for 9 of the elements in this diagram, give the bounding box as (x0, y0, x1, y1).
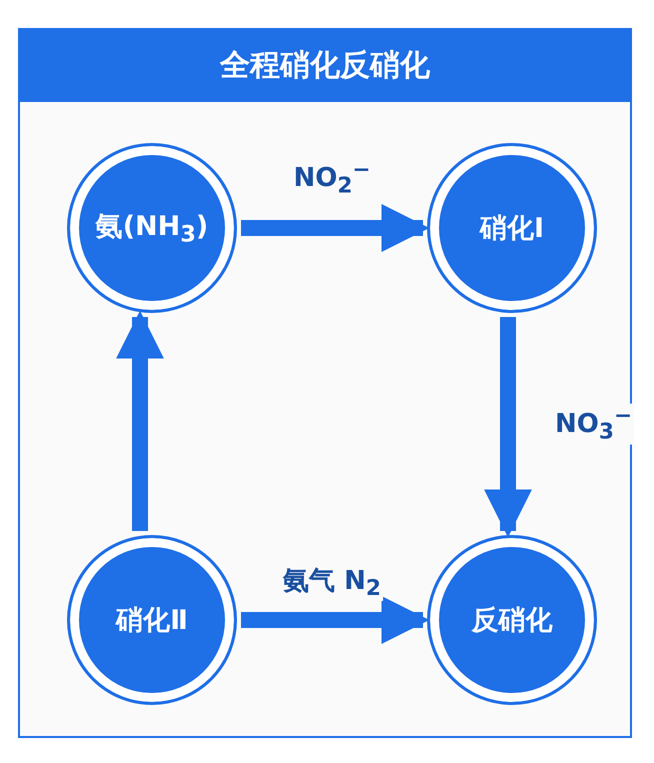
node-label: 氨(NH$_{3}$) (96, 210, 208, 248)
node-label: 反硝化 (472, 604, 552, 638)
title-banner: 全程硝化反硝化 (18, 28, 632, 102)
arrow (241, 596, 430, 644)
arrow (484, 317, 532, 538)
arrow (241, 204, 430, 252)
node-label: 硝化Ⅱ (116, 604, 188, 638)
node-label: 硝化Ⅰ (480, 212, 544, 246)
arrow (116, 310, 164, 531)
